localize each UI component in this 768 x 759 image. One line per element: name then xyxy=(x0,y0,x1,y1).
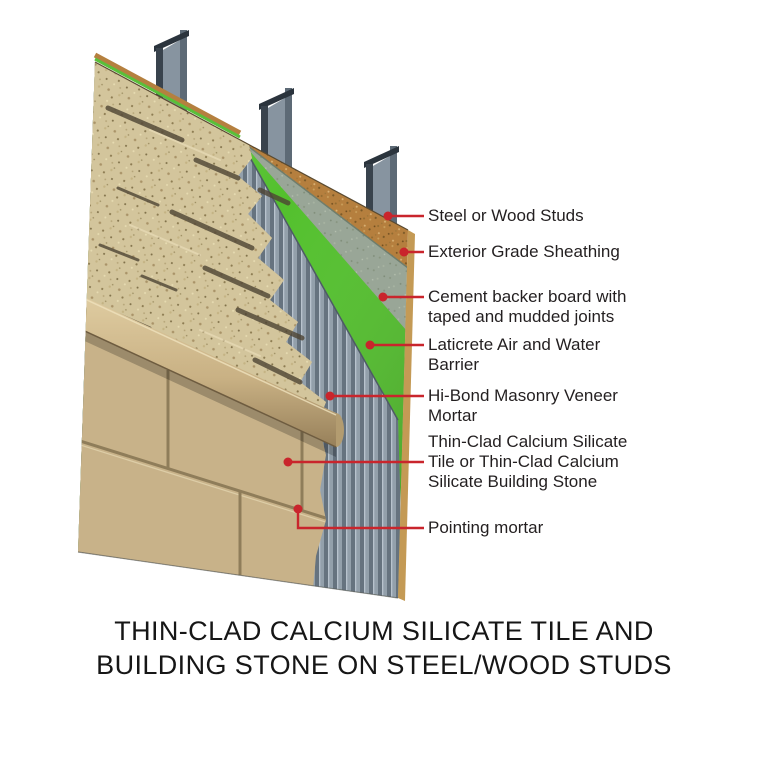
callout-text: Laticrete Air and Water xyxy=(428,335,601,354)
callout-text: Cement backer board with xyxy=(428,287,627,306)
leader-dot-pointing-mortar xyxy=(293,504,303,514)
callout-text: Hi-Bond Masonry Veneer xyxy=(428,386,618,405)
stone-veneer xyxy=(78,62,344,598)
panel-edges xyxy=(77,52,415,601)
rough-stone-face xyxy=(78,62,336,422)
callout-text: taped and mudded joints xyxy=(428,307,615,326)
callout-text: Steel or Wood Studs xyxy=(428,206,584,225)
callout-leaders xyxy=(283,211,424,530)
callout-label-exterior-grade-sheathing: Exterior Grade Sheathing xyxy=(428,242,708,262)
leader-dot-mortar xyxy=(325,391,335,401)
callout-text: Pointing mortar xyxy=(428,518,544,537)
callout-label-pointing-mortar: Pointing mortar xyxy=(428,518,708,538)
diagram-title: THIN-CLAD CALCIUM SILICATE TILE AND BUIL… xyxy=(0,614,768,682)
leader-dot-steel-studs xyxy=(383,211,393,221)
callout-label-laticrete-air-water-barrier: Laticrete Air and Water Barrier xyxy=(428,335,708,375)
leader-dot-sheathing xyxy=(399,247,409,257)
leader-dot-tile-stone xyxy=(283,457,293,467)
callout-text: Tile or Thin-Clad Calcium xyxy=(428,452,619,471)
leader-dot-backer-board xyxy=(378,292,388,302)
callout-text: Thin-Clad Calcium Silicate xyxy=(428,432,628,451)
diagram-title-line2: BUILDING STONE ON STEEL/WOOD STUDS xyxy=(96,650,672,680)
callout-text: Exterior Grade Sheathing xyxy=(428,242,620,261)
leader-dot-air-barrier xyxy=(365,340,375,350)
callout-label-thin-clad-tile-or-stone: Thin-Clad Calcium Silicate Tile or Thin-… xyxy=(428,432,708,492)
diagram-title-line1: THIN-CLAD CALCIUM SILICATE TILE AND xyxy=(114,616,654,646)
tile-joints xyxy=(78,370,326,575)
callout-label-hi-bond-veneer-mortar: Hi-Bond Masonry Veneer Mortar xyxy=(428,386,708,426)
callout-text: Silicate Building Stone xyxy=(428,472,598,491)
leader-line-pointing-mortar xyxy=(296,509,424,530)
callout-text: Barrier xyxy=(428,355,480,374)
callout-text: Mortar xyxy=(428,406,478,425)
callout-label-cement-backer-board: Cement backer board with taped and mudde… xyxy=(428,287,708,327)
callout-label-steel-or-wood-studs: Steel or Wood Studs xyxy=(428,206,708,226)
